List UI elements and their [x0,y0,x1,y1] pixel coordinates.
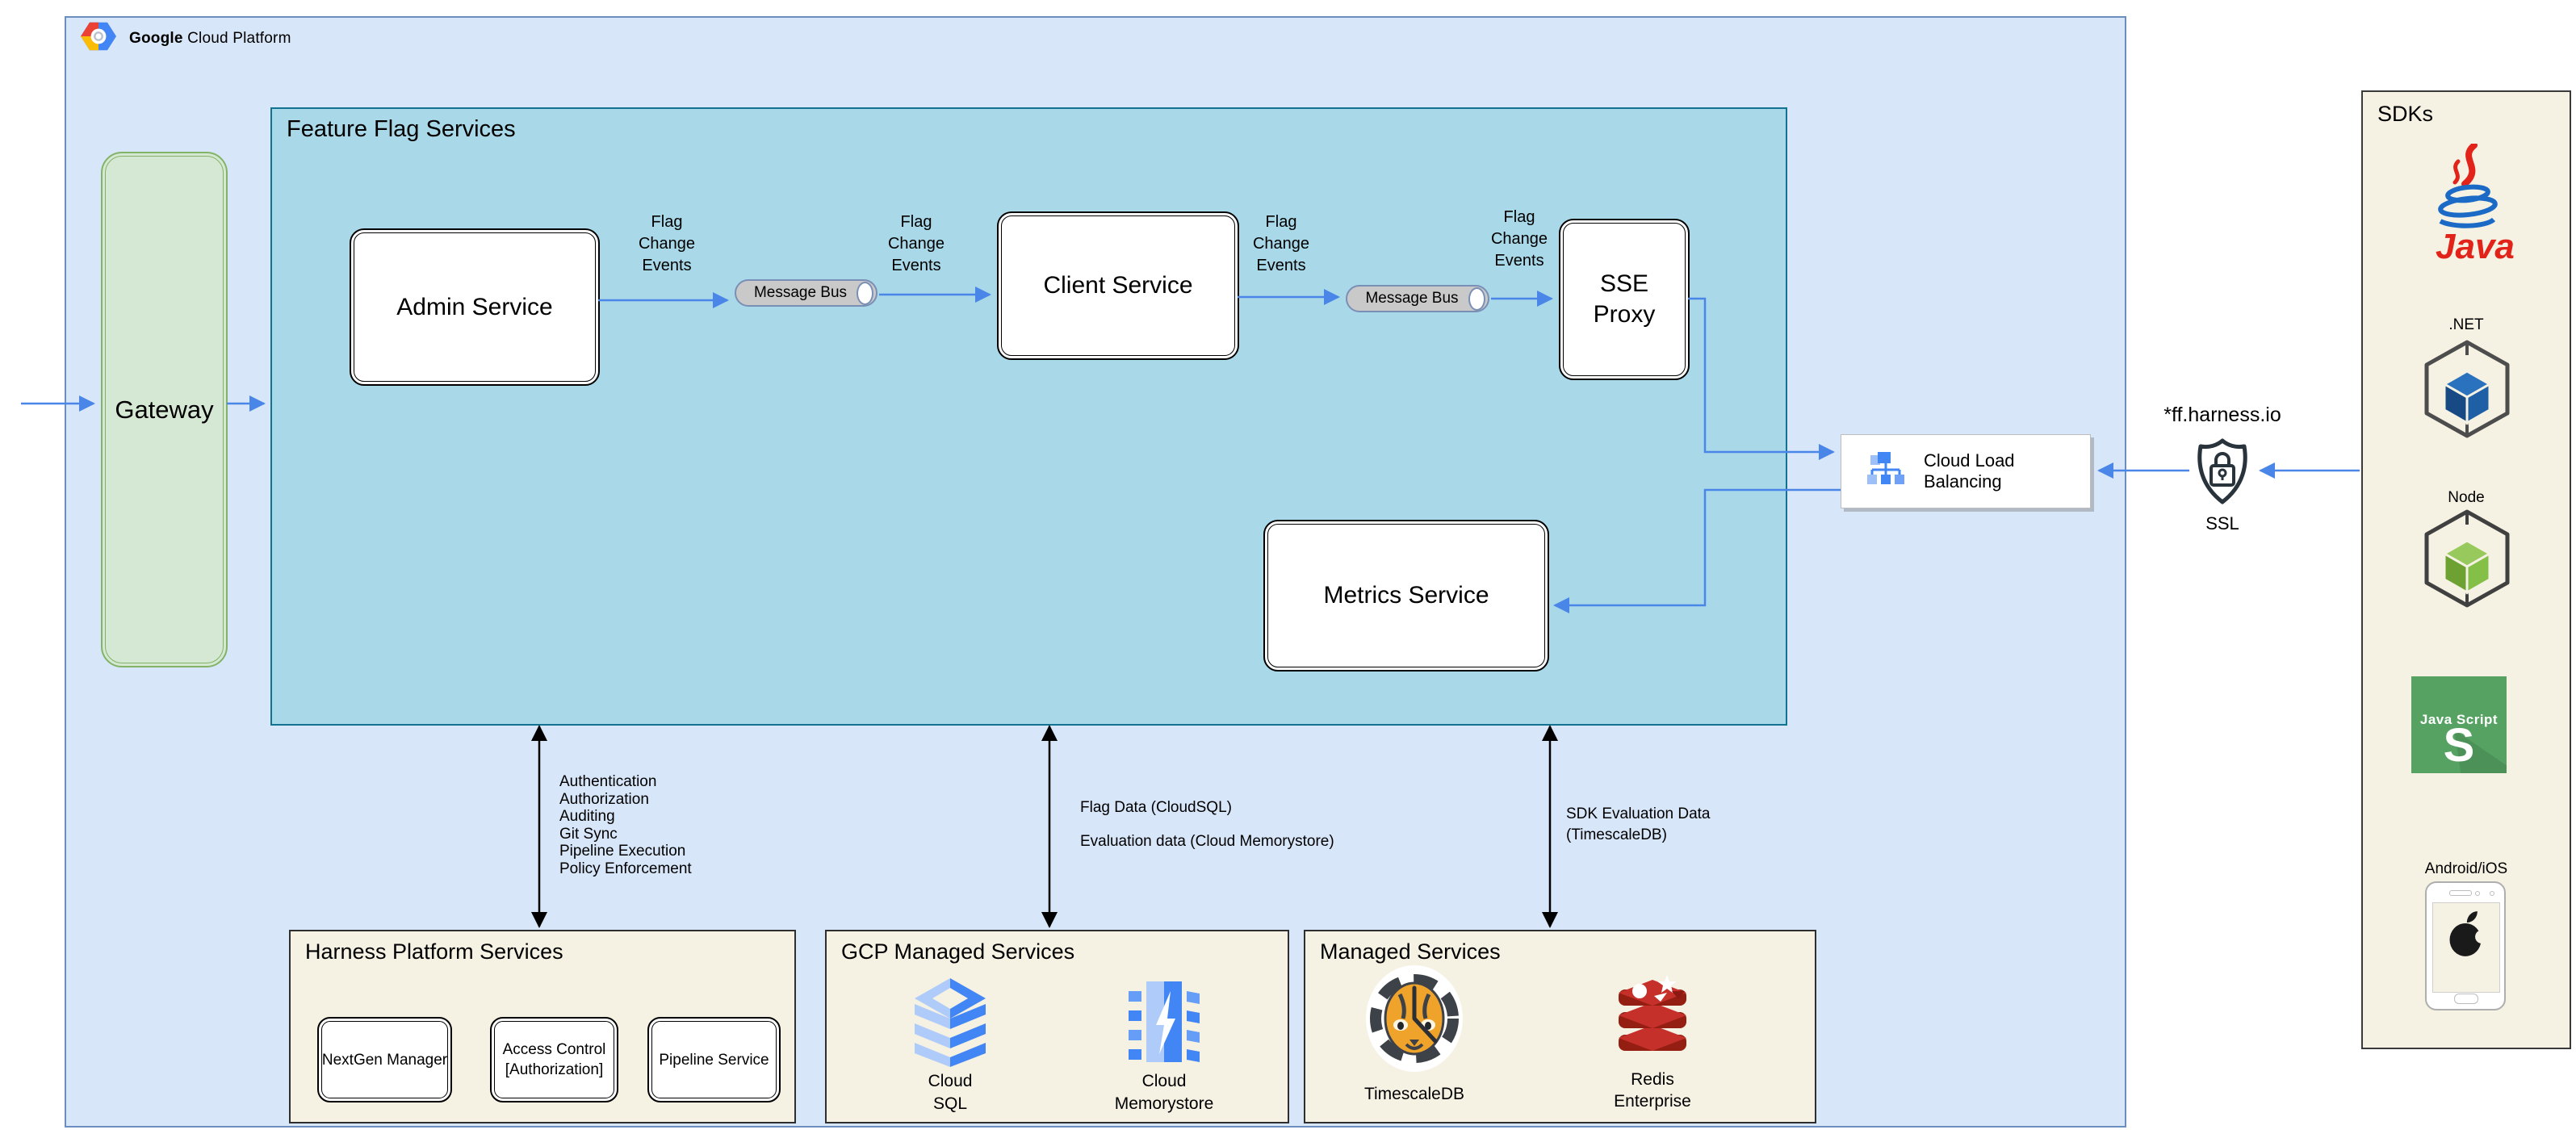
cloud-memorystore-icon [1124,977,1204,1071]
phone-home-button [2454,994,2478,1004]
feature-flag-services-title: Feature Flag Services [287,116,516,142]
ssl-shield-icon [2191,437,2254,512]
gateway-node: Gateway [101,152,228,667]
phone-sensor-dot [2490,891,2494,896]
cloud-load-balancing-node: Cloud Load Balancing [1841,434,2091,508]
platform-capabilities-list: Authentication Authorization Auditing Gi… [559,773,692,877]
sdks-panel: SDKs Java .NET Node [2361,90,2571,1049]
javascript-sdk-icon: Java Script S [2411,676,2507,773]
timescaledb-label: TimescaleDB [1363,1085,1465,1103]
harness-panel-title: Harness Platform Services [305,939,563,964]
managed-services-title: Managed Services [1320,939,1501,964]
redis-enterprise-label: Redis Enterprise [1614,1070,1691,1111]
flag-change-events-label-1: Flag Change Events [638,213,696,274]
cloud-load-balancing-label: Cloud Load Balancing [1924,450,2015,492]
message-bus-2: Message Bus [1346,285,1489,312]
cloud-memorystore-label: Cloud Memorystore [1114,1072,1214,1113]
javascript-sdk-title: Java Script [2419,712,2499,727]
sdk-evaluation-data-label: SDK Evaluation Data (TimescaleDB) [1566,805,1711,843]
node-sdk-icon [2422,508,2512,613]
admin-service-node: Admin Service [350,228,600,386]
gcp-managed-services-panel: GCP Managed Services Cloud SQL [825,930,1289,1123]
managed-services-panel: Managed Services TimescaleDB [1304,930,1816,1123]
flag-change-events-label-2: Flag Change Events [887,213,945,274]
message-bus-1: Message Bus [735,279,878,307]
cloud-sql-label: Cloud SQL [928,1072,973,1113]
gateway-label: Gateway [115,395,214,424]
timescaledb-icon [1364,964,1464,1077]
flag-change-events-label-4: Flag Change Events [1490,208,1548,270]
gcp-managed-title: GCP Managed Services [841,939,1075,964]
apple-logo-icon [2444,909,2489,963]
feature-flag-services-container [270,107,1787,726]
dotnet-sdk-icon [2422,339,2512,443]
mobile-phone-icon [2425,881,2506,1010]
java-sdk-icon: Java [2416,142,2519,277]
access-control-node: Access Control [Authorization] [490,1017,618,1102]
gcp-logo-icon [81,21,116,56]
pipeline-service-node: Pipeline Service [647,1017,781,1102]
harness-domain-label: *ff.harness.io [2163,404,2281,426]
nextgen-manager-node: NextGen Manager [317,1017,452,1102]
evaluation-data-label: Evaluation data (Cloud Memorystore) [1080,833,1334,850]
gcp-header-title: Google Cloud Platform [129,29,291,47]
metrics-service-node: Metrics Service [1263,520,1549,672]
svg-text:Java: Java [2436,227,2515,266]
client-service-node: Client Service [997,211,1239,360]
redis-icon [1611,973,1694,1069]
gcp-header: Google Cloud Platform [81,21,291,56]
sdks-title: SDKs [2377,102,2434,126]
android-ios-label: Android/iOS [2424,860,2508,877]
node-sdk-label: Node [2448,489,2485,506]
ssl-label: SSL [2205,513,2239,533]
flag-change-events-label-3: Flag Change Events [1252,213,1310,274]
sse-proxy-node: SSE Proxy [1559,219,1690,380]
phone-camera-dot [2475,891,2480,896]
dotnet-sdk-label: .NET [2448,316,2484,333]
load-balancer-icon [1867,452,1904,491]
phone-speaker [2449,890,2472,896]
javascript-s-glyph: S [2443,719,2475,772]
flag-data-label: Flag Data (CloudSQL) [1080,799,1232,816]
cloud-sql-icon [910,977,991,1071]
harness-platform-services-panel: Harness Platform Services NextGen Manage… [289,930,796,1123]
